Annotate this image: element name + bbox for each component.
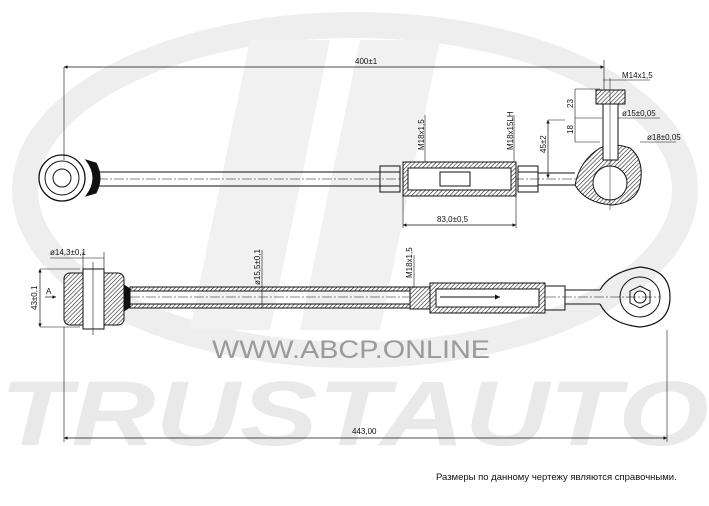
dim-stud-upper: 23 [566, 99, 575, 108]
dim-stud-diameter: ø15±0,05 [622, 109, 656, 118]
footer-note: Размеры по данному чертежу являются спра… [436, 472, 677, 483]
top-view [38, 60, 676, 228]
dim-bushing-bore: ø14,3±0,1 [50, 248, 87, 257]
dim-stud-thread: M14x1,5 [622, 71, 653, 80]
view-marker-a: A [46, 287, 52, 296]
watermark-brand: TRUSTAUTO [0, 363, 709, 465]
dim-overall-length-top: 400±1 [355, 57, 378, 66]
dim-thread-left: M18x1,5 [417, 119, 426, 150]
dim-overall-length-bottom: 443,00 [352, 427, 377, 436]
watermark-logo: TRUSTAUTO [0, 12, 709, 465]
bottom-view [38, 250, 671, 442]
dim-thread-bottom: M18x1,5 [405, 247, 414, 278]
dim-thread-right: M18x15LH [506, 111, 515, 150]
watermark-site: WWW.ABCP.ONLINE [212, 336, 490, 364]
dim-bushing-width: 43±0,1 [30, 285, 39, 310]
dim-sleeve-length: 83,0±0,5 [437, 215, 469, 224]
dim-rod-diameter: ø15,5±0,1 [253, 248, 262, 285]
dim-stud-lower: 18 [566, 125, 575, 134]
dim-ball-diameter: ø18±0,05 [647, 133, 681, 142]
dim-offset: 45±2 [539, 135, 548, 153]
